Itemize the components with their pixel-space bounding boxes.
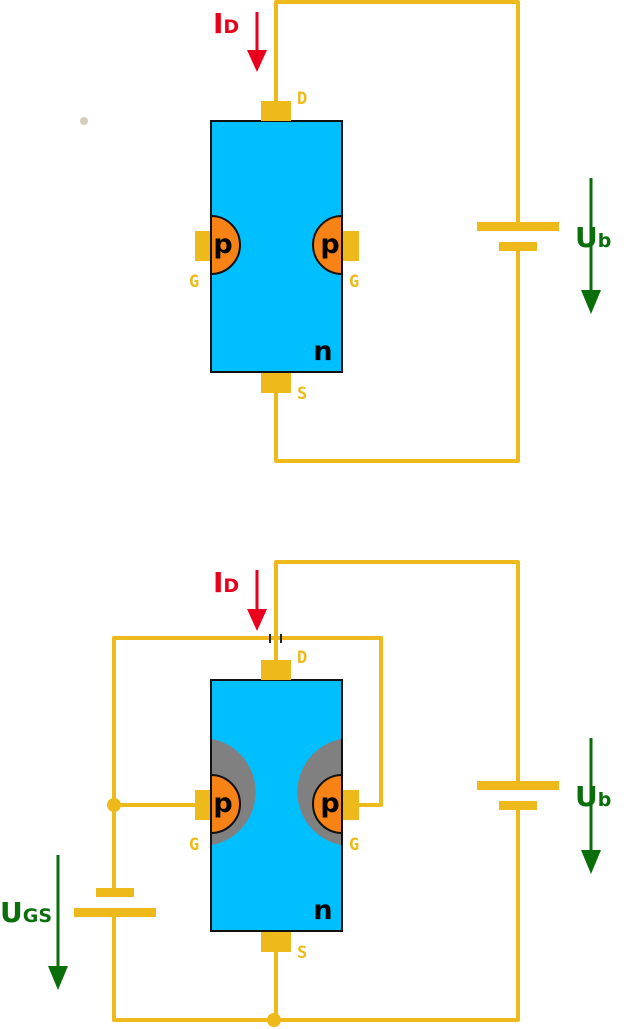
bottom-drain-current-arrow [247,570,267,631]
bottom-p-label-left: p [213,788,232,819]
bottom-supply-voltage-label: Ub [575,780,611,813]
bottom-wire-gate-loop [112,636,383,807]
top-p-label-right: p [320,229,339,260]
bottom-pin-source: S [297,943,307,963]
bottom-gate-pad-left [195,790,211,820]
bottom-junction-source [267,1013,281,1027]
top-pin-drain: D [297,89,307,109]
top-wire-source-loop [274,249,520,463]
top-p-region-right [312,214,343,276]
bottom-wire-drain-loop [274,560,520,786]
stray-dot [80,117,88,125]
bottom-p-label-right: p [320,788,339,819]
top-pin-gate-left: G [189,272,199,292]
bottom-source-pad [261,932,291,952]
top-pin-gate-right: G [349,272,359,292]
bottom-n-label: n [313,895,332,926]
bottom-p-region-right [312,773,343,835]
top-pin-source: S [297,384,307,404]
top-supply-voltage-label: Ub [575,221,611,254]
top-drain-pad [261,101,291,121]
bottom-gate-battery [74,888,156,917]
top-drain-current-arrow [247,12,267,72]
bottom-wire-gate-source [112,912,276,1022]
bottom-drain-current-label: ID [213,566,239,599]
top-drain-current-label: ID [213,7,239,40]
top-circuit: p p n D S G G ID Ub [80,0,611,463]
bottom-pin-gate-left: G [189,835,199,855]
top-supply-battery [477,222,559,251]
bottom-wire-source-loop [274,807,520,1022]
bottom-pin-gate-right: G [349,835,359,855]
bottom-circuit: p p n D S G G ID Ub UGS [0,560,611,1027]
bottom-drain-pad [261,660,291,680]
bottom-p-region-left [210,773,241,835]
top-wire-drain-loop [274,0,520,227]
bottom-gate-voltage-arrow [48,855,68,990]
top-supply-voltage-arrow [581,178,601,314]
bottom-junction-gate [107,798,121,812]
top-gate-pad-left [195,231,211,261]
bottom-supply-battery [477,781,559,810]
top-n-label: n [313,336,332,367]
top-source-pad [261,373,291,393]
bottom-gate-voltage-label: UGS [0,896,52,929]
top-p-label-left: p [213,229,232,260]
bottom-gate-pad-right [343,790,359,820]
top-gate-pad-right [343,231,359,261]
bottom-supply-voltage-arrow [581,738,601,874]
bottom-pin-drain: D [297,648,307,668]
top-p-region-left [210,214,241,276]
